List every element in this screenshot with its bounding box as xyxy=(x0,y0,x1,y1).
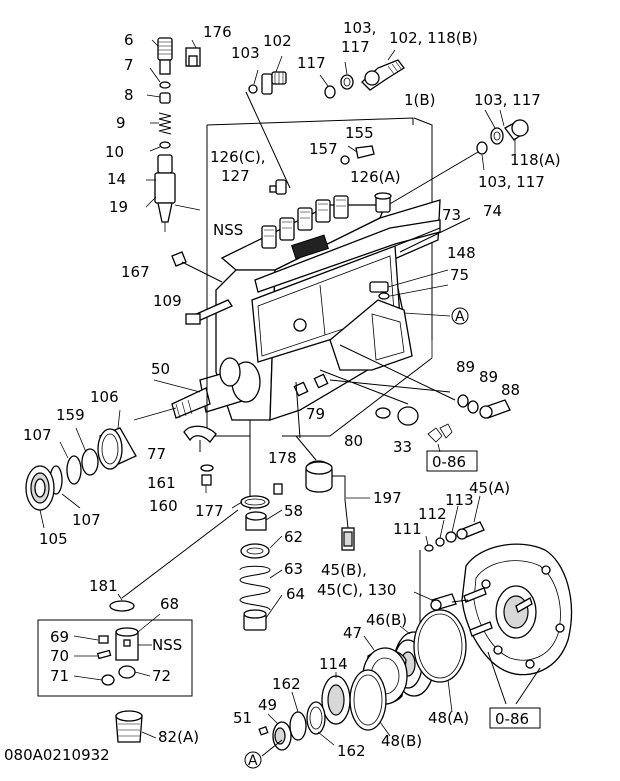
reference-boxes xyxy=(244,307,541,769)
label-nss-box: NSS xyxy=(152,636,182,654)
label-69: 69 xyxy=(50,628,69,646)
label-10: 10 xyxy=(105,143,124,161)
nozzle-holder-assembly xyxy=(145,37,201,232)
label-45b: 45(B), xyxy=(321,561,367,579)
label-circle-a-bottom: A xyxy=(248,753,258,769)
label-ref-0-86-top: 0-86 xyxy=(432,453,466,471)
label-64: 64 xyxy=(286,585,305,603)
label-107b: 107 xyxy=(72,511,101,529)
label-112: 112 xyxy=(418,505,447,523)
label-105: 105 xyxy=(39,530,68,548)
label-33: 33 xyxy=(393,438,412,456)
diagram-code: 080A0210932 xyxy=(4,746,110,764)
label-89a: 89 xyxy=(456,358,475,376)
label-72: 72 xyxy=(152,667,171,685)
label-102-118b: 102, 118(B) xyxy=(389,29,478,47)
label-1b: 1(B) xyxy=(404,91,436,109)
label-6: 6 xyxy=(124,31,134,49)
label-126c: 126(C), xyxy=(210,148,266,166)
label-167: 167 xyxy=(121,263,150,281)
nss-subassembly xyxy=(37,509,239,743)
label-197: 197 xyxy=(373,489,402,507)
governor-cover-assembly xyxy=(258,495,573,757)
label-79: 79 xyxy=(306,405,325,423)
label-14: 14 xyxy=(107,170,126,188)
label-161: 161 xyxy=(147,474,176,492)
label-107a: 107 xyxy=(23,426,52,444)
label-111: 111 xyxy=(393,520,422,538)
label-circle-a-top: A xyxy=(455,309,465,325)
label-46b: 46(B) xyxy=(366,611,407,629)
label-7: 7 xyxy=(124,56,134,74)
label-103-117b: 103, 117 xyxy=(474,91,541,109)
label-82a: 82(A) xyxy=(158,728,199,746)
label-178: 178 xyxy=(268,449,297,467)
label-118a: 118(A) xyxy=(510,151,561,169)
label-89b: 89 xyxy=(479,368,498,386)
label-162b: 162 xyxy=(337,742,366,760)
label-47: 47 xyxy=(343,624,362,642)
label-ref-0-86-bottom: 0-86 xyxy=(495,710,529,728)
label-159: 159 xyxy=(56,406,85,424)
label-117a: 117 xyxy=(341,38,370,56)
label-88: 88 xyxy=(501,381,520,399)
label-19: 19 xyxy=(109,198,128,216)
injection-pump-body xyxy=(171,117,511,510)
label-126a: 126(A) xyxy=(350,168,401,186)
plunger-assembly xyxy=(231,483,283,631)
label-62: 62 xyxy=(284,528,303,546)
label-58: 58 xyxy=(284,502,303,520)
label-48a: 48(A) xyxy=(428,709,469,727)
ref-box-0-86-bottom xyxy=(489,707,541,729)
label-8: 8 xyxy=(124,86,134,104)
label-45c-130: 45(C), 130 xyxy=(317,581,396,599)
label-160: 160 xyxy=(149,497,178,515)
label-51: 51 xyxy=(233,709,252,727)
circle-a-bottom xyxy=(244,751,262,769)
callout-labels: 6 176 103 102 103, 117 102, 118(B) 117 7… xyxy=(4,19,561,769)
label-nss-top: NSS xyxy=(213,221,243,239)
label-77: 77 xyxy=(147,445,166,463)
label-113: 113 xyxy=(445,491,474,509)
label-103-117c: 103, 117 xyxy=(478,173,545,191)
label-49: 49 xyxy=(258,696,277,714)
label-127: 127 xyxy=(221,167,250,185)
delivery-valve-holders xyxy=(261,195,349,260)
delivery-fittings xyxy=(245,49,405,189)
label-102: 102 xyxy=(263,32,292,50)
label-50: 50 xyxy=(151,360,170,378)
label-9: 9 xyxy=(116,114,126,132)
label-176: 176 xyxy=(203,23,232,41)
label-177: 177 xyxy=(195,502,224,520)
label-103a: 103 xyxy=(231,44,260,62)
label-70: 70 xyxy=(50,647,69,665)
label-73: 73 xyxy=(442,206,461,224)
label-117b: 117 xyxy=(297,54,326,72)
ref-box-0-86-top xyxy=(426,450,478,472)
label-63: 63 xyxy=(284,560,303,578)
label-103-comma: 103, xyxy=(343,19,376,37)
label-114: 114 xyxy=(319,655,348,673)
label-80: 80 xyxy=(344,432,363,450)
label-106: 106 xyxy=(90,388,119,406)
label-148: 148 xyxy=(447,244,476,262)
label-75: 75 xyxy=(450,266,469,284)
bolt-118a xyxy=(387,109,529,206)
label-181: 181 xyxy=(89,577,118,595)
label-109: 109 xyxy=(153,292,182,310)
timer-assembly xyxy=(25,379,217,529)
label-71: 71 xyxy=(50,667,69,685)
label-155: 155 xyxy=(345,124,374,142)
label-157: 157 xyxy=(309,140,338,158)
label-74: 74 xyxy=(483,202,502,220)
label-48b: 48(B) xyxy=(381,732,422,750)
label-68: 68 xyxy=(160,595,179,613)
label-45a: 45(A) xyxy=(469,479,510,497)
circle-a-top xyxy=(451,307,469,325)
label-162a: 162 xyxy=(272,675,301,693)
solenoid-197 xyxy=(295,435,370,551)
